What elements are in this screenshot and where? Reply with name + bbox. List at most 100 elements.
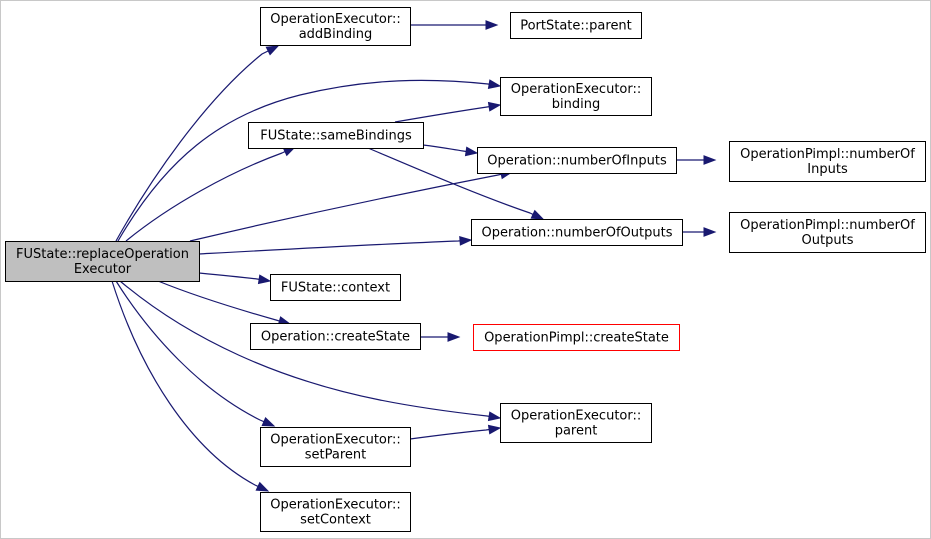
edge-line [198,240,462,255]
node-label-line: OperationPimpl::createState [484,331,669,346]
node-box [260,7,411,46]
node-box [260,492,411,532]
node-label-line: FUState::context [281,281,390,296]
edge-replace-to-context [198,272,272,285]
node-label-line: addBinding [299,27,373,42]
edge-arrowhead [487,424,502,435]
edge-line [125,150,287,242]
node-label-line: OperationPimpl::numberOf [740,218,915,233]
node-label-line: Outputs [802,233,854,248]
edge-sameBindings-to-binding [394,101,502,123]
node-pimplInputs[interactable]: OperationPimpl::numberOfInputs [729,141,926,182]
edge-addBinding-to-portParent [410,20,499,30]
edge-replace-to-numInputs [189,169,514,242]
node-setContext[interactable]: OperationExecutor::setContext [260,492,411,532]
node-box [729,212,926,253]
node-label-line: parent [555,424,598,439]
edge-setParent-to-execParent [409,424,502,440]
edge-line [189,173,503,242]
node-setParent[interactable]: OperationExecutor::setParent [260,427,411,467]
node-label-line: setParent [305,448,366,463]
node-label-line: OperationExecutor:: [270,433,401,448]
edge-arrowhead [530,209,545,220]
node-label-line: FUState::sameBindings [260,129,412,144]
node-box [248,122,424,149]
edge-arrowhead [459,235,473,246]
edge-arrowhead [703,227,717,237]
edge-line [367,147,535,216]
node-box [250,323,421,350]
edge-arrowhead [464,146,479,157]
edge-line [394,105,491,123]
node-label-line: OperationExecutor:: [511,409,642,424]
edge-createState-to-pimplCreate [420,332,461,342]
edge-line [115,49,270,242]
edge-sameBindings-to-numOutputs [367,147,545,220]
node-label-line: Operation::numberOfInputs [487,154,667,169]
node-pimplOutputs[interactable]: OperationPimpl::numberOfOutputs [729,212,926,253]
nodes: FUState::replaceOperationExecutorOperati… [5,7,926,532]
node-label-line: OperationExecutor:: [511,82,642,97]
node-box [500,403,652,443]
edges [111,20,717,492]
node-box [260,427,411,467]
edge-replace-to-numOutputs [198,235,473,255]
edge-replace-to-execParent [119,280,502,422]
node-label-line: FUState::replaceOperation [16,247,189,262]
edge-replace-to-sameBindings [125,146,297,242]
edge-line [409,428,491,440]
node-label-line: Inputs [807,162,848,177]
node-label-line: OperationExecutor:: [270,498,401,513]
node-label-line: setContext [300,513,371,528]
edge-line [119,280,491,418]
node-label-line: Executor [74,262,132,277]
edge-arrowhead [261,416,276,427]
node-box [729,141,926,182]
edge-line [422,144,468,153]
node-label-line: OperationPimpl::numberOf [740,147,915,162]
node-box [500,77,652,116]
node-label-line: PortState::parent [520,19,632,34]
node-portParent[interactable]: PortState::parent [510,12,642,39]
node-label-line: binding [552,97,600,112]
node-box [477,147,677,174]
node-box [510,12,642,39]
node-sameBindings[interactable]: FUState::sameBindings [248,122,424,149]
node-box [471,219,683,246]
node-numInputs[interactable]: Operation::numberOfInputs [477,147,677,174]
edge-numInputs-to-pimplInputs [676,155,717,165]
node-execParent[interactable]: OperationExecutor::parent [500,403,652,443]
node-label-line: OperationExecutor:: [270,12,401,27]
edge-arrowhead [447,332,461,342]
edge-arrowhead [485,20,499,30]
edge-arrowhead [703,155,717,165]
node-context[interactable]: FUState::context [270,274,401,301]
edge-line [157,280,281,322]
edge-arrowhead [257,274,272,285]
node-numOutputs[interactable]: Operation::numberOfOutputs [471,219,683,246]
edge-arrowhead [487,411,502,422]
node-box [5,241,200,282]
node-label-line: Operation::numberOfOutputs [482,226,673,241]
edge-sameBindings-to-numInputs [422,144,479,157]
edge-replace-to-setContext [111,280,270,492]
edge-arrowhead [487,101,502,112]
edge-line [198,272,261,281]
edge-replace-to-addBinding [115,45,280,242]
edge-arrowhead [265,45,280,56]
edge-arrowhead [255,481,270,492]
node-pimplCreate[interactable]: OperationPimpl::createState [473,324,680,351]
node-addBinding[interactable]: OperationExecutor::addBinding [260,7,411,46]
node-box [270,274,401,301]
node-createState[interactable]: Operation::createState [250,323,421,350]
edge-replace-to-setParent [115,280,276,427]
node-box [473,324,680,351]
edge-line [111,280,260,488]
edge-line [117,79,491,242]
edge-arrowhead [487,79,502,89]
edge-numOutputs-to-pimplOutputs [682,227,717,237]
edge-replace-to-binding [117,79,502,242]
node-binding[interactable]: OperationExecutor::binding [500,77,652,116]
